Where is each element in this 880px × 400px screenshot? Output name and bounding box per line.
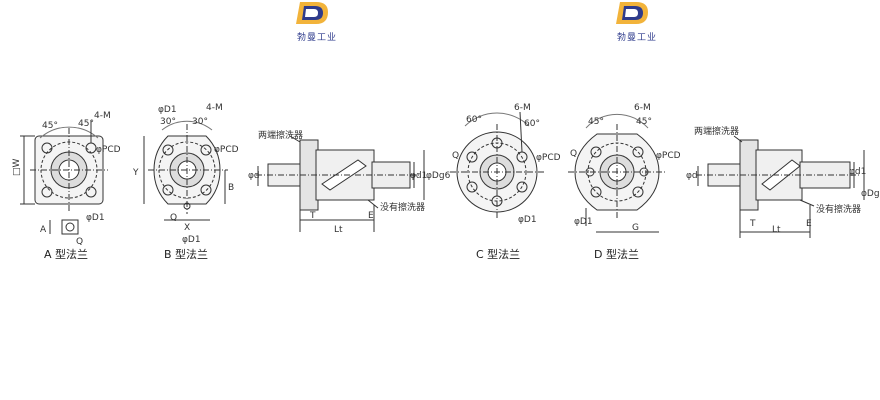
a-d1: φD1: [86, 213, 105, 223]
brand-subtitle: 勃曼工业: [296, 33, 337, 43]
b-b: B: [228, 183, 234, 193]
side2-dg6: φDg6: [861, 189, 880, 199]
side-view-2: [696, 135, 865, 238]
side2-t: T: [749, 219, 756, 229]
view-a-flange: [20, 120, 108, 235]
b-pcd: φPCD: [214, 145, 239, 155]
side2-d: φd: [686, 171, 698, 181]
a-q: Q: [76, 237, 83, 247]
d-g: G: [632, 223, 639, 233]
c-angle-1: 60°: [466, 115, 482, 125]
c-q: Q: [452, 151, 459, 161]
view-d-flange: [568, 113, 666, 233]
view-c-flange: [450, 111, 544, 220]
b-d1-top: φD1: [158, 105, 177, 115]
a-holes: 4-M: [94, 111, 111, 121]
side1-no-washer: 没有擦洗器: [380, 201, 425, 213]
d-pcd: φPCD: [656, 151, 681, 161]
a-angle-2: 45°: [78, 119, 94, 129]
b-x: X: [184, 223, 190, 233]
d-d1: φD1: [574, 217, 593, 227]
side-view-1: [256, 135, 425, 232]
side1-dg6: φDg6: [426, 171, 451, 181]
b-angle-2: 30°: [192, 117, 208, 127]
caption-a: A 型法兰: [44, 248, 89, 261]
side1-d1: φd1: [410, 171, 427, 181]
side1-t: T: [309, 211, 316, 221]
a-pcd: φPCD: [96, 145, 121, 155]
side1-d: φd: [248, 171, 260, 181]
side1-washer-both: 两端擦洗器: [258, 129, 303, 141]
a-angle-1: 45°: [42, 121, 58, 131]
boman-logo-icon: [296, 2, 328, 24]
a-a: A: [40, 225, 47, 235]
b-holes: 4-M: [206, 103, 223, 113]
boman-logo-icon: [616, 2, 648, 24]
side1-lt: Lt: [334, 225, 343, 235]
d-angle-2: 45°: [636, 117, 652, 127]
side2-e: E: [806, 219, 812, 229]
brand-subtitle: 勃曼工业: [616, 33, 657, 43]
side2-d1: φd1: [849, 167, 866, 177]
c-pcd: φPCD: [536, 153, 561, 163]
caption-d: D 型法兰: [594, 248, 639, 261]
b-q: Q: [170, 213, 177, 223]
side2-washer-both: 两端擦洗器: [694, 125, 739, 137]
b-y: Y: [132, 168, 139, 178]
side2-no-washer: 没有擦洗器: [816, 203, 861, 215]
side2-lt: Lt: [772, 225, 781, 235]
b-d1: φD1: [182, 235, 201, 245]
b-angle-1: 30°: [160, 117, 176, 127]
c-angle-2: 60°: [524, 119, 540, 129]
caption-b: B 型法兰: [164, 248, 209, 261]
view-b-flange: [143, 120, 228, 221]
c-holes: 6-M: [514, 103, 531, 113]
d-holes: 6-M: [634, 103, 651, 113]
brand-logo-right: 勃曼工业: [602, 0, 672, 52]
a-width: □W: [12, 158, 22, 176]
d-q: Q: [570, 149, 577, 159]
d-angle-1: 45°: [588, 117, 604, 127]
side1-e: E: [368, 211, 374, 221]
c-d1: φD1: [518, 215, 537, 225]
caption-c: C 型法兰: [476, 248, 521, 261]
brand-logo-left: 勃曼工业: [282, 0, 352, 52]
